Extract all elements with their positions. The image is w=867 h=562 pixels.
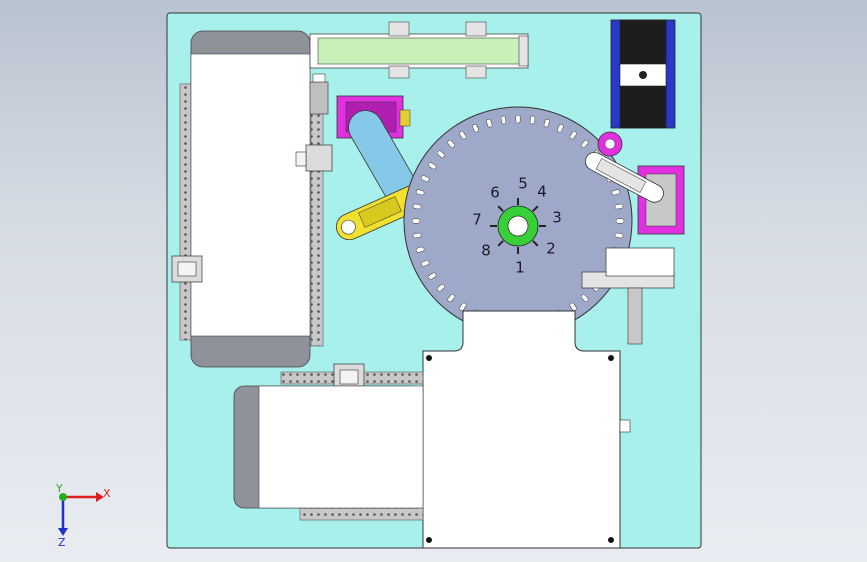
storage-cover-bottom-left <box>258 385 424 509</box>
cabinet-bolt <box>426 537 432 543</box>
feeder-green-belt <box>317 37 521 65</box>
right-lower-column <box>627 287 643 345</box>
cylinder-top-cap <box>312 73 326 83</box>
turntable-slot <box>557 124 564 133</box>
cabinet-bolt <box>608 537 614 543</box>
rail-carriage-inner-clamp <box>295 151 307 167</box>
station-label: 5 <box>518 175 528 193</box>
turntable-slot <box>421 260 430 267</box>
feeder-bracket-3 <box>388 65 410 79</box>
turntable-slot <box>529 115 536 125</box>
axis-z-label: Z <box>58 536 66 549</box>
station-label: 2 <box>546 240 556 258</box>
turntable-slot <box>459 131 467 140</box>
station-label: 3 <box>552 209 562 227</box>
turntable-slot <box>412 232 422 239</box>
storage-cover-top-left <box>190 53 311 337</box>
turntable-slot <box>486 118 493 128</box>
cabinet-connector <box>619 419 631 433</box>
station-label: 4 <box>537 183 547 201</box>
bottom-rail-lower <box>299 507 424 521</box>
feeder-end-cap-right <box>518 35 529 67</box>
turntable-slot <box>437 150 445 158</box>
feeder-bracket-4 <box>465 65 487 79</box>
rail-carriage-left <box>171 255 203 283</box>
turntable-slot <box>447 140 455 148</box>
right-pick-arm <box>584 151 664 203</box>
cabinet-bolt <box>608 355 614 361</box>
station-label: 8 <box>481 242 491 260</box>
turntable-slot <box>500 115 507 125</box>
right-lower-block <box>605 247 675 277</box>
station-label: 7 <box>472 211 482 229</box>
turntable-hub-teeth <box>490 198 546 254</box>
turntable-slot <box>428 162 437 170</box>
station-label: 6 <box>490 184 500 202</box>
hub-tooth <box>497 240 504 247</box>
hub-tooth <box>532 240 539 247</box>
turntable-slot <box>543 118 550 128</box>
turntable-slot <box>614 232 624 239</box>
turntable-slot <box>415 246 425 253</box>
hub-tooth <box>497 205 504 212</box>
turntable-slot <box>437 284 445 292</box>
turntable-slot <box>581 140 589 148</box>
turntable-slot <box>472 124 479 133</box>
control-cabinet <box>422 310 621 549</box>
turntable-slot <box>459 302 467 311</box>
turntable-slot <box>615 218 625 224</box>
feeder-bracket-2 <box>465 21 487 37</box>
axis-x-label: X <box>103 487 111 500</box>
motor-shaft <box>639 71 647 79</box>
coordinate-triad: X Y Z <box>55 482 111 549</box>
roller-magenta-center <box>604 138 616 150</box>
cylinder-top <box>309 81 329 115</box>
left-rail-outer <box>179 83 193 341</box>
axis-y-label: Y <box>55 482 63 495</box>
turntable-slot <box>411 218 421 224</box>
turntable-slot <box>515 114 521 124</box>
cabinet-bolt <box>426 355 432 361</box>
turntable-slot <box>569 302 577 311</box>
bottom-rail-carriage-clamp <box>339 369 359 385</box>
turntable-slot <box>447 294 455 302</box>
turntable-slot <box>611 189 621 196</box>
turntable-slot <box>421 175 430 182</box>
turntable-slot <box>412 203 422 210</box>
hub-tooth <box>532 205 539 212</box>
rail-carriage-inner <box>305 144 333 172</box>
feeder-bracket-1 <box>388 21 410 37</box>
robot-arm-base-side <box>399 109 411 127</box>
station-label: 1 <box>515 259 525 277</box>
rail-carriage-left-clamp <box>177 261 197 277</box>
turntable-slot <box>569 131 577 140</box>
turntable-slot <box>581 294 589 302</box>
turntable-hub-center <box>507 215 529 237</box>
turntable-slot <box>428 272 437 280</box>
turntable-slot <box>415 189 425 196</box>
turntable-slot <box>614 203 624 210</box>
